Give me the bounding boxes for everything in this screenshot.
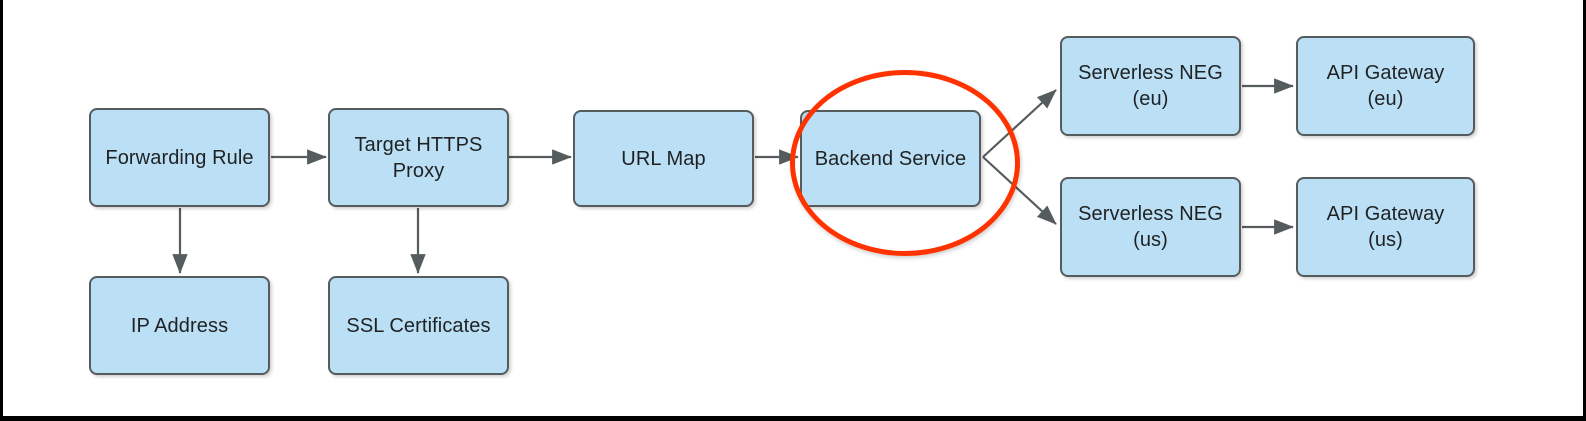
node-api-gateway-us[interactable]: API Gateway (us): [1296, 177, 1475, 277]
node-ip-address[interactable]: IP Address: [89, 276, 270, 375]
frame-edge-left: [0, 0, 3, 421]
frame-edge-right: [1583, 0, 1586, 421]
node-serverless-neg-eu[interactable]: Serverless NEG (eu): [1060, 36, 1241, 136]
node-serverless-neg-us[interactable]: Serverless NEG (us): [1060, 177, 1241, 277]
frame-edge-bottom: [0, 416, 1586, 421]
node-url-map[interactable]: URL Map: [573, 110, 754, 207]
node-target-https-proxy[interactable]: Target HTTPS Proxy: [328, 108, 509, 207]
node-api-gateway-eu[interactable]: API Gateway (eu): [1296, 36, 1475, 136]
backend-service-highlight-ellipse: [790, 70, 1020, 256]
node-forwarding-rule[interactable]: Forwarding Rule: [89, 108, 270, 207]
node-ssl-certificates[interactable]: SSL Certificates: [328, 276, 509, 375]
